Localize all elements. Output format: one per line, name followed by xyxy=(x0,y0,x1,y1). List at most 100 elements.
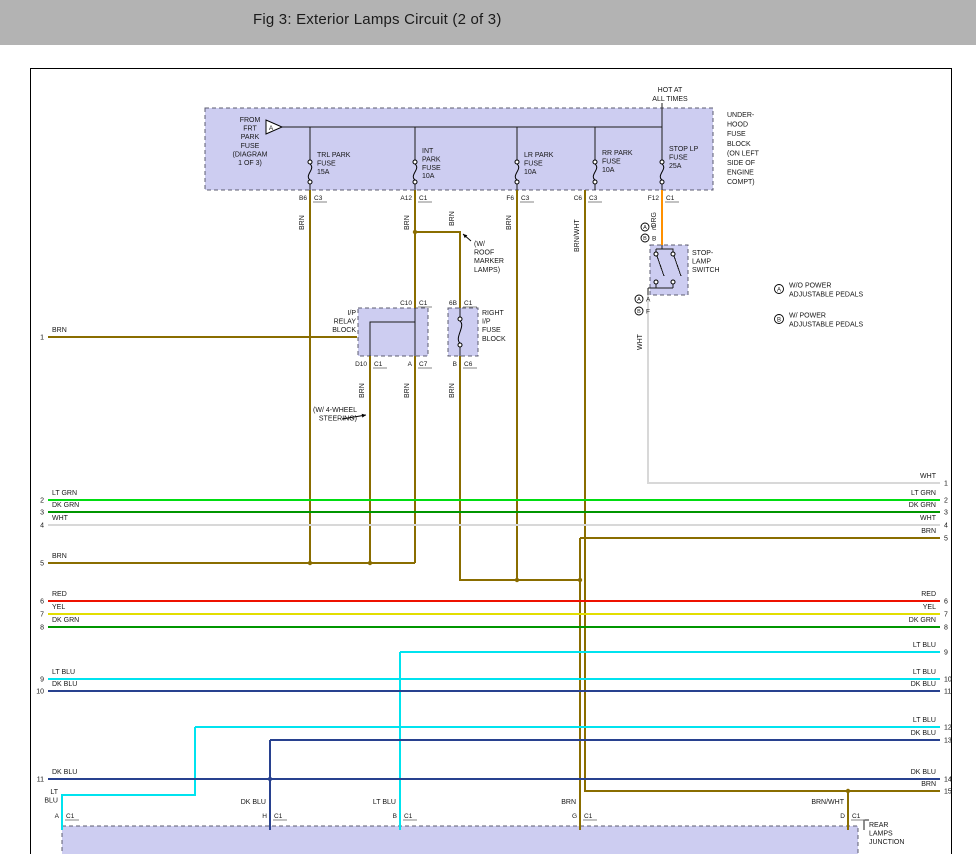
connector-pin: B xyxy=(393,813,397,820)
four-wheel-steering-note: (W/ 4-WHEEL xyxy=(313,407,357,414)
fuse-terminal xyxy=(592,159,598,165)
connector-pin: G xyxy=(572,813,577,820)
wire-switch-blade-b xyxy=(673,255,682,277)
from-frt-park-fuse-label: FRT xyxy=(243,126,257,133)
option-symbol-letter: B xyxy=(637,309,641,315)
circuit-number-left: 2 xyxy=(40,498,44,505)
option-symbol-letter: A xyxy=(777,287,781,293)
fuse-label: PARK xyxy=(422,156,441,163)
circuit-number-left: 10 xyxy=(36,689,44,696)
wire-name-right: WHT xyxy=(920,515,937,522)
four-wheel-steering-note: STEERING) xyxy=(319,416,357,423)
fuse-label: 25A xyxy=(669,163,682,170)
wire-name-left: WHT xyxy=(52,515,69,522)
wire-name-right: LT BLU xyxy=(913,669,936,676)
circuit-number-right: 5 xyxy=(944,536,948,543)
wire-name-right: YEL xyxy=(923,604,936,611)
connector-pin: H xyxy=(262,813,267,820)
underhood-fuse-block-label: BLOCK xyxy=(727,141,751,148)
option-symbol-letter: B xyxy=(643,236,647,242)
fuse-label: RR PARK xyxy=(602,150,633,157)
fuse-label: FUSE xyxy=(602,158,621,165)
junction-wire-label: DK BLU xyxy=(241,799,266,806)
option-symbol xyxy=(774,314,784,324)
option-symbol xyxy=(634,294,644,304)
wire-name-right: WHT xyxy=(920,473,937,480)
connector-pin: 6B xyxy=(449,300,457,307)
option-text: ADJUSTABLE PEDALS xyxy=(789,322,864,329)
wire-name-right: RED xyxy=(921,591,936,598)
switch-pin: B xyxy=(652,236,656,243)
circuit-number-right: 13 xyxy=(944,738,952,745)
wire-name-right: DK BLU xyxy=(911,730,936,737)
from-frt-park-fuse-label: FUSE xyxy=(241,143,260,150)
fuse-label: 10A xyxy=(422,173,435,180)
underhood-fuse-block-label: (ON LEFT xyxy=(727,150,760,157)
connector-pin: B6 xyxy=(299,195,307,202)
fuse-terminal xyxy=(659,159,665,165)
circuit-number-right: 10 xyxy=(944,677,952,684)
junction-dot xyxy=(367,560,373,566)
circuit-number-right: 9 xyxy=(944,650,948,657)
wire-name-right: LT BLU xyxy=(913,642,936,649)
option-symbol-letter: B xyxy=(777,317,781,323)
connector-pin: C10 xyxy=(400,300,412,307)
diagram-border xyxy=(30,68,952,854)
connector-id: C3 xyxy=(314,195,323,202)
wire-name-left: DK GRN xyxy=(52,502,79,509)
fuse-terminal xyxy=(592,179,598,185)
circuit-number-right: 14 xyxy=(944,777,952,784)
junction-dot xyxy=(514,577,520,583)
wire-name-right: DK BLU xyxy=(911,769,936,776)
fuse-terminal xyxy=(514,159,520,165)
junction-wire-label: LT xyxy=(50,789,58,796)
fuse-label: TRL PARK xyxy=(317,152,351,159)
underhood-fuse-block-label: ENGINE xyxy=(727,170,754,177)
roof-marker-lamps-note: ROOF xyxy=(474,250,494,257)
wire-color-label: BRN xyxy=(506,215,513,230)
option-text: ADJUSTABLE PEDALS xyxy=(789,292,864,299)
underhood-fuse-block-label: UNDER- xyxy=(727,112,755,119)
wire-switch-blade-a xyxy=(656,255,665,277)
rear-lamps-junction-label: LAMPS xyxy=(869,831,893,838)
fuse-label: 10A xyxy=(602,167,615,174)
wire-color-label: BRN xyxy=(449,383,456,398)
block-ip-relay-block xyxy=(357,307,429,357)
junction-wire-label: LT BLU xyxy=(373,799,396,806)
fuse-terminal xyxy=(514,179,520,185)
junction-wire-label: BLU xyxy=(44,798,58,805)
ip-relay-block-label: I/P xyxy=(347,310,356,317)
junction-dot xyxy=(412,229,418,235)
fuse-element xyxy=(659,163,665,181)
switch-contact xyxy=(653,251,659,257)
note-arrow xyxy=(341,414,367,420)
circuit-number-left: 6 xyxy=(40,599,44,606)
fuse-terminal xyxy=(307,179,313,185)
fuse-terminal xyxy=(659,179,665,185)
wire-name-right: DK BLU xyxy=(911,681,936,688)
connector-id: C1 xyxy=(419,300,428,307)
connector-pin: D10 xyxy=(355,361,367,368)
fuse-label: LR PARK xyxy=(524,152,554,159)
fuse-terminal xyxy=(412,159,418,165)
circuit-number-left: 8 xyxy=(40,625,44,632)
ip-relay-block-label: RELAY xyxy=(334,319,357,326)
wire-color-label: BRN xyxy=(404,215,411,230)
circuit-number-right: 3 xyxy=(944,510,948,517)
connector-pin: A12 xyxy=(400,195,412,202)
fuse-label: 10A xyxy=(524,169,537,176)
connector-id: C7 xyxy=(419,361,428,368)
connector-id: C6 xyxy=(464,361,473,368)
ip-relay-block-label: BLOCK xyxy=(332,327,356,334)
option-symbol-letter: A xyxy=(637,297,641,303)
from-frt-park-fuse-label: (DIAGRAM xyxy=(233,151,268,158)
circuit-number-right: 1 xyxy=(944,481,948,488)
fuse-label: STOP LP xyxy=(669,146,699,153)
fuse-element xyxy=(457,320,463,344)
connector-id: C1 xyxy=(274,813,283,820)
fuse-terminal xyxy=(307,159,313,165)
stop-lamp-switch-label: LAMP xyxy=(692,259,711,266)
wire-name-right: BRN xyxy=(921,781,936,788)
wire-name-left: LT GRN xyxy=(52,490,77,497)
